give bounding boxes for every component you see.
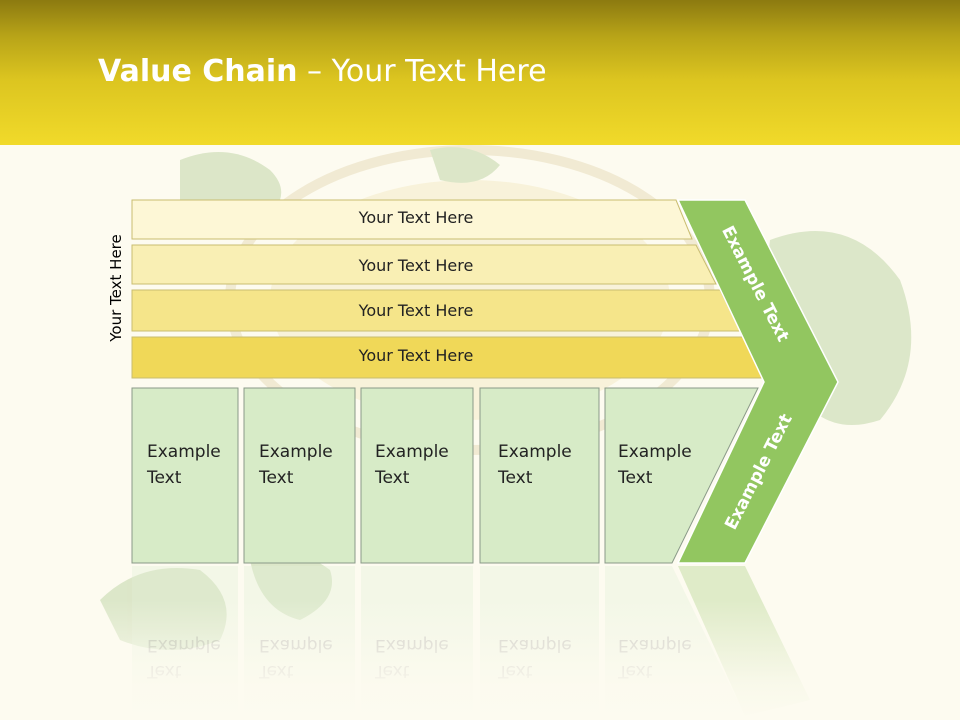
slide-title: Value Chain – Your Text Here xyxy=(98,54,547,89)
activity-box-2-line1: Example xyxy=(259,442,333,462)
activity-box-5 xyxy=(604,387,759,564)
vertical-side-label: Your Text Here xyxy=(107,234,125,342)
activity-box-2-line2: Text xyxy=(259,468,294,488)
activity-box-3-line1: Example xyxy=(375,442,449,462)
band-1 xyxy=(131,199,693,240)
band-1-label: Your Text Here xyxy=(358,208,474,227)
band-2 xyxy=(131,244,717,285)
title-rest: – Your Text Here xyxy=(297,54,547,89)
band-4-label: Your Text Here xyxy=(358,346,474,365)
activity-box-4 xyxy=(479,387,600,564)
title-bold: Value Chain xyxy=(98,54,298,89)
activity-box-1-line1: Example xyxy=(147,442,221,462)
band-3-label: Your Text Here xyxy=(358,301,474,320)
activity-box-3 xyxy=(360,387,474,564)
activity-box-5-line1: Example xyxy=(618,442,692,462)
activity-box-1 xyxy=(131,387,239,564)
activity-box-4-line2: Text xyxy=(498,468,533,488)
reflection-fade xyxy=(0,600,960,720)
activity-box-4-line1: Example xyxy=(498,442,572,462)
band-2-label: Your Text Here xyxy=(358,256,474,275)
activity-box-5-line2: Text xyxy=(618,468,653,488)
activity-box-1-line2: Text xyxy=(147,468,182,488)
activity-box-2 xyxy=(243,387,356,564)
header-bar xyxy=(0,0,960,145)
activity-box-3-line2: Text xyxy=(375,468,410,488)
chevron-arrow xyxy=(676,199,839,564)
